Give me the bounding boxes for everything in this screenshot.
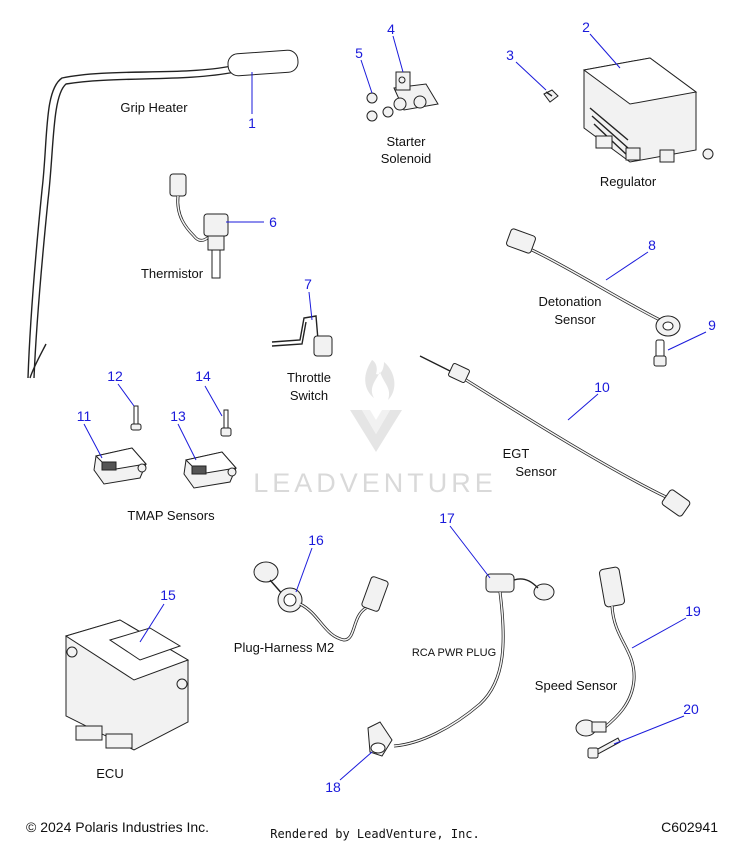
starter-solenoid-drawing bbox=[366, 71, 439, 122]
callout-3[interactable]: 3 bbox=[506, 47, 514, 63]
label-regulator: Regulator bbox=[600, 174, 657, 189]
callout-14[interactable]: 14 bbox=[195, 368, 211, 384]
callout-13[interactable]: 13 bbox=[170, 408, 186, 424]
callout-12[interactable]: 12 bbox=[107, 368, 123, 384]
label-speed-sensor: Speed Sensor bbox=[535, 678, 618, 693]
callout-19[interactable]: 19 bbox=[685, 603, 701, 619]
bolt-14-drawing bbox=[220, 409, 232, 437]
label-egt-sensor-line1: EGT bbox=[503, 446, 530, 461]
label-starter-solenoid-line1: Starter bbox=[386, 134, 426, 149]
label-rca-pwr-plug: RCA PWR PLUG bbox=[412, 647, 496, 659]
plug-harness-m2-drawing bbox=[253, 561, 389, 642]
callout-2[interactable]: 2 bbox=[582, 19, 590, 35]
callout-6[interactable]: 6 bbox=[269, 214, 277, 230]
label-detonation-sensor-line2: Sensor bbox=[554, 312, 596, 327]
callout-17[interactable]: 17 bbox=[439, 510, 455, 526]
detonation-sensor-drawing bbox=[506, 228, 681, 337]
egt-sensor-drawing bbox=[419, 355, 691, 517]
label-grip-heater: Grip Heater bbox=[120, 100, 188, 115]
label-plug-harness-m2: Plug-Harness M2 bbox=[234, 640, 334, 655]
bolt-3-drawing bbox=[543, 89, 559, 103]
bolt-20-drawing bbox=[587, 737, 621, 759]
bolt-9-drawing bbox=[653, 339, 667, 367]
callout-9[interactable]: 9 bbox=[708, 317, 716, 333]
label-thermistor: Thermistor bbox=[141, 266, 204, 281]
leadventure-watermark-logo bbox=[350, 360, 402, 452]
callout-8[interactable]: 8 bbox=[648, 237, 656, 253]
tmap-sensor-11-drawing bbox=[93, 447, 147, 485]
label-throttle-switch-line2: Switch bbox=[290, 388, 328, 403]
label-ecu: ECU bbox=[96, 766, 123, 781]
speed-sensor-drawing bbox=[575, 566, 636, 737]
label-throttle-switch-line1: Throttle bbox=[287, 370, 331, 385]
callout-7[interactable]: 7 bbox=[304, 276, 312, 292]
label-starter-solenoid-line2: Solenoid bbox=[381, 151, 432, 166]
regulator-drawing bbox=[582, 57, 714, 163]
bolt-12-drawing bbox=[130, 405, 142, 431]
rendered-by-text: Rendered by LeadVenture, Inc. bbox=[270, 827, 480, 841]
callout-10[interactable]: 10 bbox=[594, 379, 610, 395]
throttle-switch-drawing bbox=[271, 315, 333, 357]
thermistor-drawing bbox=[169, 173, 229, 279]
label-detonation-sensor-line1: Detonation bbox=[539, 294, 602, 309]
grip-heater-drawing bbox=[27, 49, 299, 379]
callout-11[interactable]: 11 bbox=[77, 408, 92, 424]
callout-5[interactable]: 5 bbox=[355, 45, 363, 61]
callout-1[interactable]: 1 bbox=[248, 115, 256, 131]
ecu-drawing bbox=[64, 619, 190, 751]
callout-18[interactable]: 18 bbox=[325, 779, 341, 795]
copyright-text: © 2024 Polaris Industries Inc. bbox=[26, 819, 209, 835]
callout-4[interactable]: 4 bbox=[387, 21, 395, 37]
callout-15[interactable]: 15 bbox=[160, 587, 176, 603]
diagram-id: C602941 bbox=[661, 819, 718, 835]
watermark-text: LEADVENTURE bbox=[253, 468, 497, 498]
callout-16[interactable]: 16 bbox=[308, 532, 324, 548]
tmap-sensor-13-drawing bbox=[183, 451, 237, 489]
rca-pwr-plug-drawing bbox=[367, 573, 555, 757]
label-tmap-sensors: TMAP Sensors bbox=[127, 508, 215, 523]
callout-20[interactable]: 20 bbox=[683, 701, 699, 717]
label-egt-sensor-line2: Sensor bbox=[515, 464, 557, 479]
